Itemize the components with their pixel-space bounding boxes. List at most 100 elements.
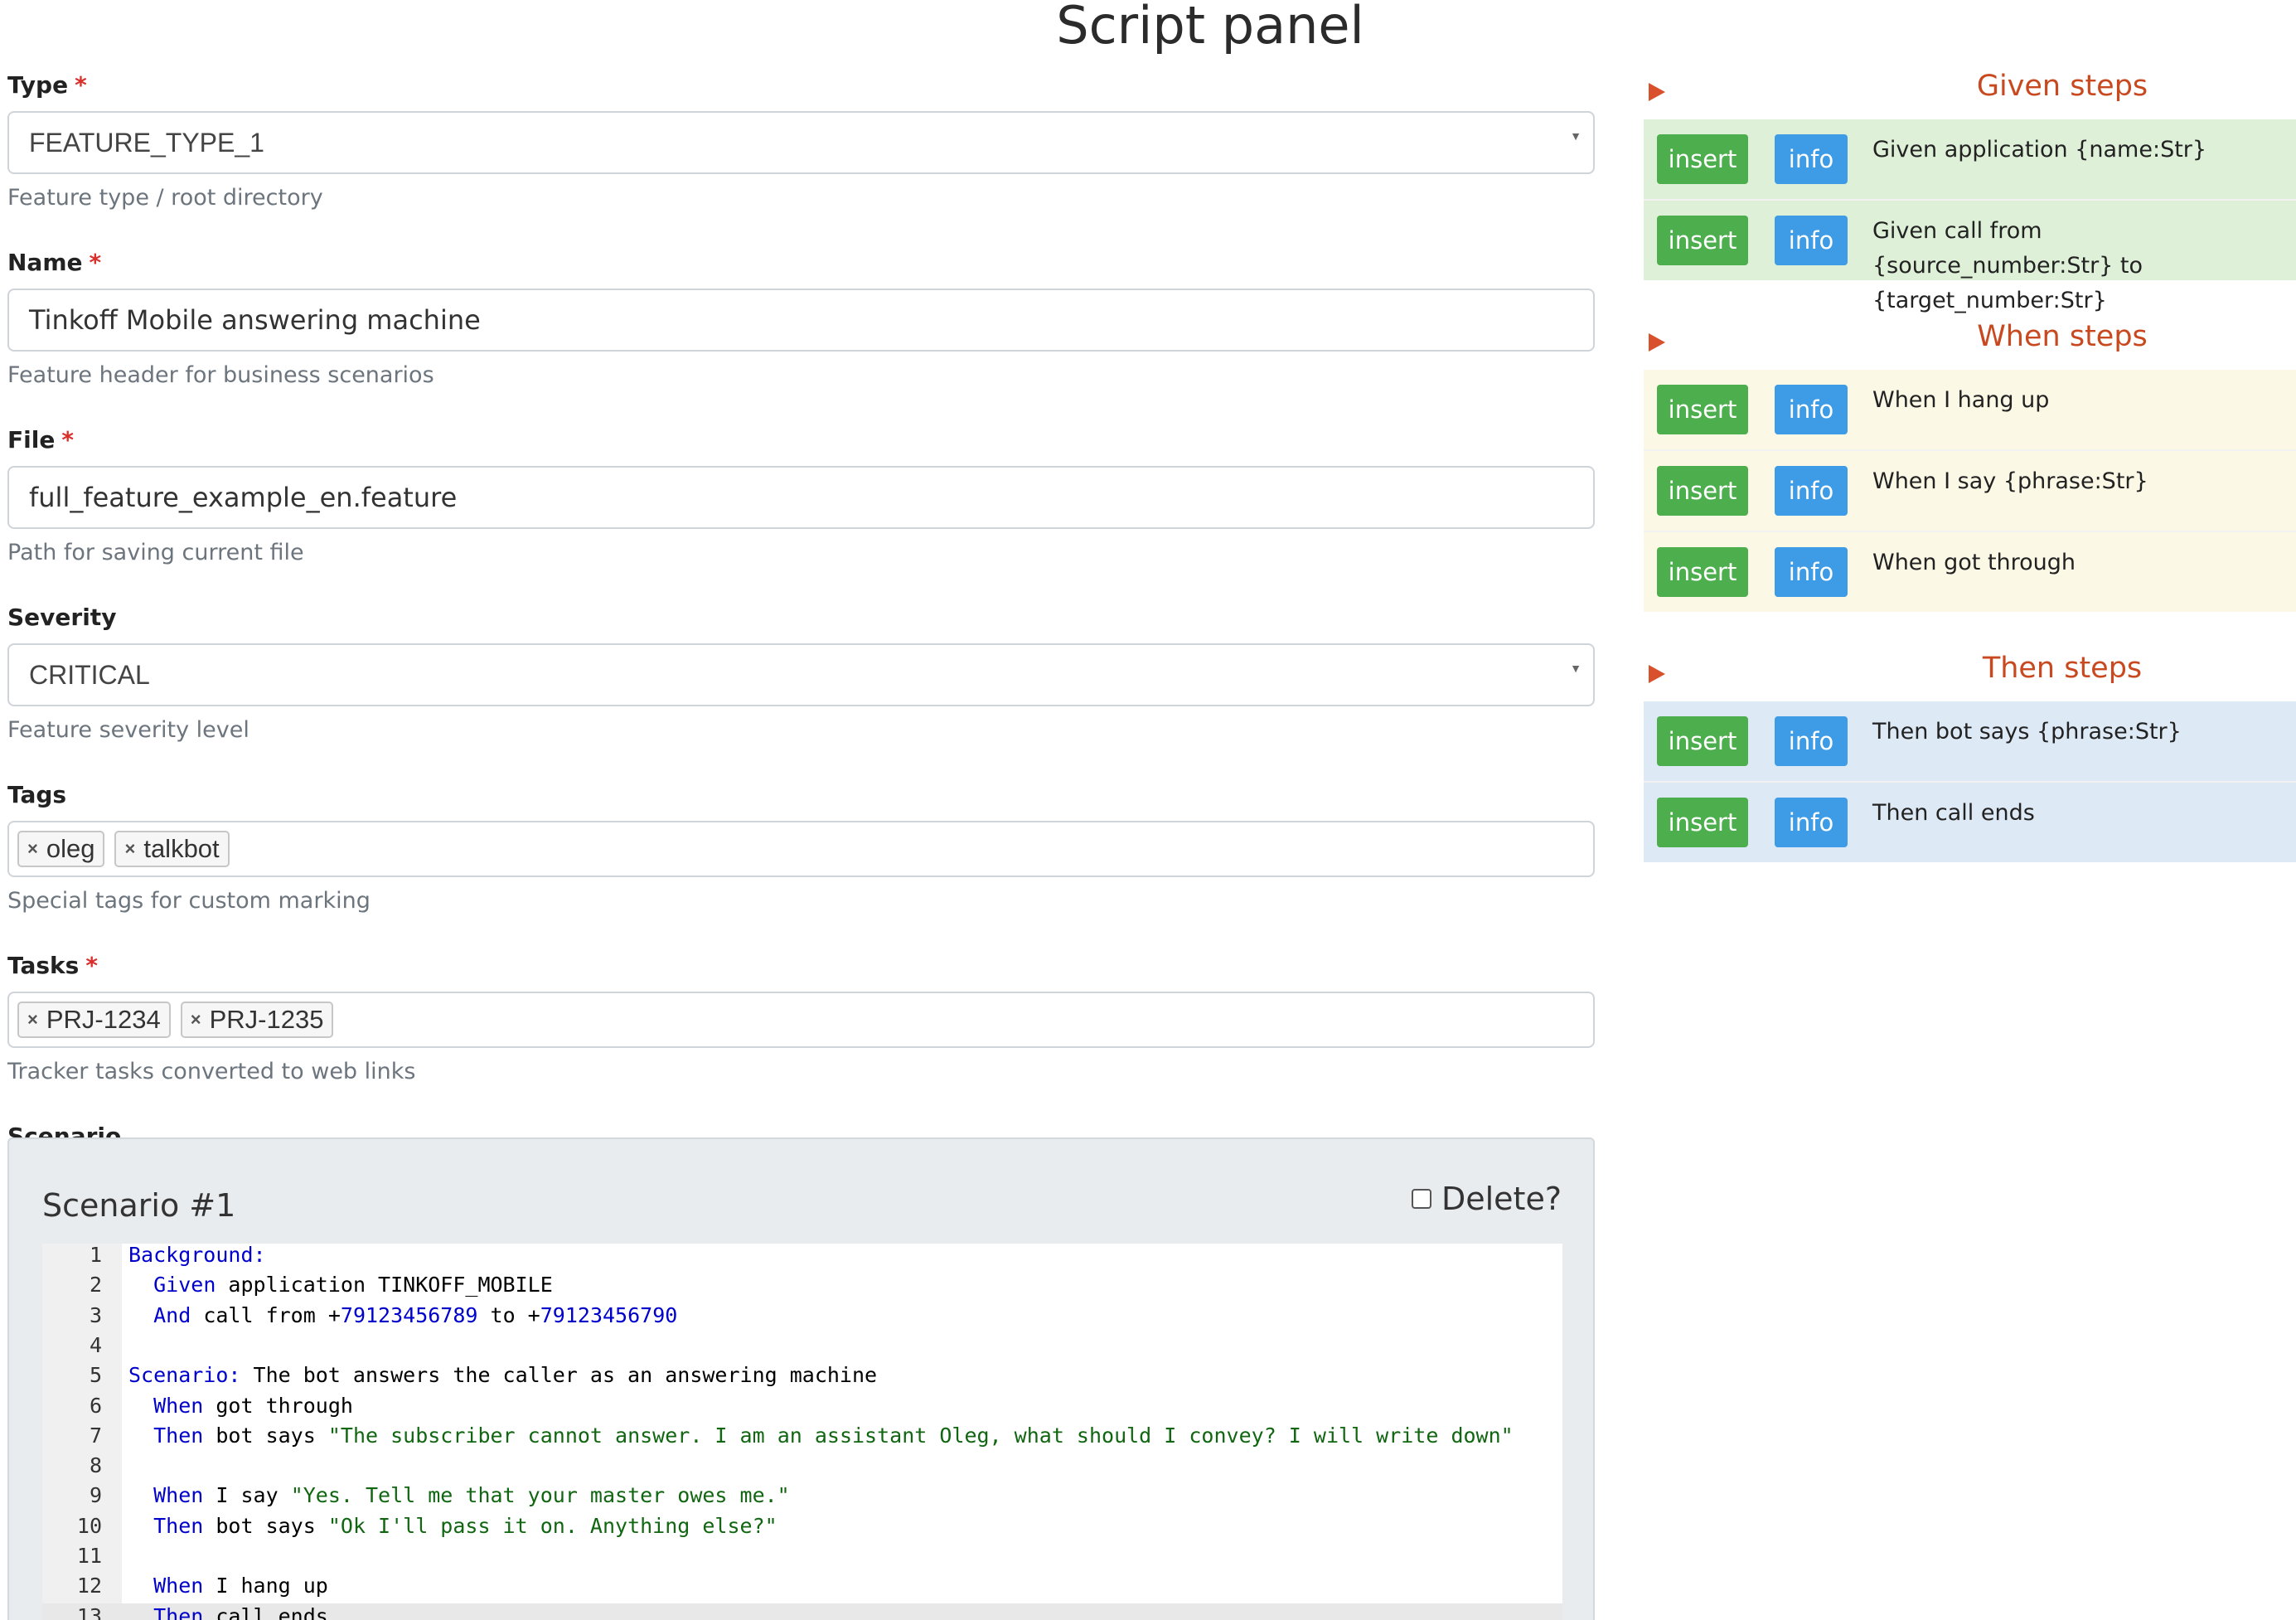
code-line[interactable]: 4 <box>42 1332 1562 1359</box>
step-text: Given call from {source_number:Str} to {… <box>1872 218 2143 313</box>
severity-select[interactable]: CRITICAL ▼ <box>7 643 1595 706</box>
info-button[interactable]: info <box>1775 385 1848 434</box>
line-number-gutter <box>42 1244 122 1620</box>
type-label: Type* <box>7 71 87 99</box>
info-button[interactable]: info <box>1775 216 1848 265</box>
severity-help: Feature severity level <box>7 717 249 743</box>
scenario-title: Scenario #1 <box>42 1187 236 1224</box>
delete-checkbox[interactable] <box>1411 1189 1431 1209</box>
tags-label: Tags <box>7 781 67 808</box>
caret-right-icon[interactable] <box>1649 333 1665 352</box>
tags-input[interactable]: ×oleg ×talkbot <box>7 821 1595 877</box>
type-help: Feature type / root directory <box>7 185 323 211</box>
required-marker: * <box>85 952 98 979</box>
code-editor[interactable]: 1 Background: 2 Given application TINKOFF_… <box>42 1242 1562 1620</box>
code-line[interactable]: 12 When I hang up <box>42 1573 1562 1599</box>
insert-button[interactable]: insert <box>1657 798 1748 847</box>
step-text: When I hang up <box>1872 387 2050 413</box>
insert-button[interactable]: insert <box>1657 385 1748 434</box>
file-label: File* <box>7 426 74 454</box>
task-chip: × PRJ-1234 <box>17 1002 171 1038</box>
remove-task-icon[interactable]: × <box>27 1009 38 1030</box>
tag-chip: ×oleg <box>17 831 105 867</box>
info-button[interactable]: info <box>1775 798 1848 847</box>
file-value: full_feature_example_en.feature <box>29 482 458 513</box>
scenario-card: Scenario #1 Delete? 1 Background: 2 Given … <box>7 1137 1595 1620</box>
info-button[interactable]: info <box>1775 547 1848 597</box>
code-line[interactable]: 13 Then call ends <box>42 1603 1562 1620</box>
type-value: FEATURE_TYPE_1 <box>29 127 264 158</box>
info-button[interactable]: info <box>1775 134 1848 184</box>
code-line[interactable]: 11 <box>42 1543 1562 1569</box>
insert-button[interactable]: insert <box>1657 466 1748 516</box>
feature-form: Type* FEATURE_TYPE_1 ▼ Feature type / ro… <box>7 70 1595 1152</box>
severity-field: Severity CRITICAL ▼ Feature severity lev… <box>7 602 1595 746</box>
required-marker: * <box>61 426 74 454</box>
section-header-then[interactable]: Then steps <box>1644 647 2296 701</box>
name-help: Feature header for business scenarios <box>7 362 434 388</box>
tasks-field: Tasks* ×PRJ-1234 ×PRJ-1235 Tracker tasks… <box>7 950 1595 1088</box>
name-input[interactable]: Tinkoff Mobile answering machine <box>7 289 1595 352</box>
step-row: insert info Given call from {source_number… <box>1644 201 2296 313</box>
code-line[interactable]: 1 Background: <box>42 1242 1562 1268</box>
caret-right-icon[interactable] <box>1649 665 1665 683</box>
code-line[interactable]: 10 Then bot says "Ok I'll pass it on. An… <box>42 1513 1562 1540</box>
info-button[interactable]: info <box>1775 716 1848 766</box>
file-help: Path for saving current file <box>7 540 304 565</box>
section-title: Given steps <box>1976 70 2148 103</box>
type-select[interactable]: FEATURE_TYPE_1 ▼ <box>7 111 1595 174</box>
info-button[interactable]: info <box>1775 466 1848 516</box>
line-number: 10 <box>76 1513 102 1538</box>
code-line[interactable]: 2 Given application TINKOFF_MOBILE <box>42 1272 1562 1298</box>
remove-task-icon[interactable]: × <box>190 1009 201 1030</box>
line-number: 13 <box>76 1603 102 1620</box>
task-chip: × PRJ-1235 <box>180 1002 334 1038</box>
task-label: PRJ-1234 <box>46 1005 161 1034</box>
line-number: 5 <box>89 1363 102 1388</box>
required-marker: * <box>75 71 87 99</box>
code-text: When I say "Yes. Tell me that your maste… <box>153 1483 790 1508</box>
code-line[interactable]: 3 And call from +79123456789 to +7912345… <box>42 1302 1562 1329</box>
code-text: Background: <box>128 1243 266 1267</box>
insert-button[interactable]: insert <box>1657 216 1748 265</box>
step-divider <box>1644 781 2296 783</box>
required-marker: * <box>89 249 102 276</box>
line-number: 3 <box>89 1302 102 1327</box>
insert-button[interactable]: insert <box>1657 716 1748 766</box>
remove-tag-icon[interactable]: × <box>27 838 38 859</box>
step-divider <box>1644 531 2296 532</box>
line-number: 2 <box>89 1273 102 1297</box>
step-text: Then bot says {phrase:Str} <box>1872 719 2182 745</box>
code-line[interactable]: 9 When I say "Yes. Tell me that your mas… <box>42 1482 1562 1509</box>
file-input[interactable]: full_feature_example_en.feature <box>7 466 1595 529</box>
tag-chip: ×talkbot <box>114 831 230 867</box>
code-line[interactable]: 8 <box>42 1453 1562 1479</box>
remove-tag-icon[interactable]: × <box>124 838 136 859</box>
step-divider <box>1644 199 2296 201</box>
delete-toggle[interactable]: Delete? <box>1411 1181 1562 1217</box>
tasks-input[interactable]: × PRJ-1234 × PRJ-1235 <box>7 992 1595 1048</box>
tags-field: Tags ×oleg ×talkbot Special tags for cus… <box>7 779 1595 917</box>
code-line[interactable]: 6 When got through <box>42 1393 1562 1419</box>
caret-right-icon[interactable] <box>1649 83 1665 101</box>
code-line[interactable]: 7 Then bot says "The subscriber cannot a… <box>42 1423 1562 1449</box>
page-title: Script panel <box>1056 0 1364 56</box>
insert-button[interactable]: insert <box>1657 547 1748 597</box>
severity-label: Severity <box>7 604 117 631</box>
name-field: Name* Tinkoff Mobile answering machine F… <box>7 247 1595 391</box>
file-field: File* full_feature_example_en.feature Pa… <box>7 424 1595 569</box>
task-label: PRJ-1235 <box>209 1005 324 1034</box>
line-number: 4 <box>89 1332 102 1357</box>
chevron-down-icon: ▼ <box>1570 129 1582 143</box>
insert-button[interactable]: insert <box>1657 134 1748 184</box>
section-header-given[interactable]: Given steps <box>1644 65 2296 119</box>
chevron-down-icon: ▼ <box>1570 662 1582 675</box>
section-header-when[interactable]: When steps <box>1644 315 2296 370</box>
severity-value: CRITICAL <box>29 659 150 690</box>
line-number: 6 <box>89 1393 102 1418</box>
line-number: 1 <box>89 1243 102 1267</box>
